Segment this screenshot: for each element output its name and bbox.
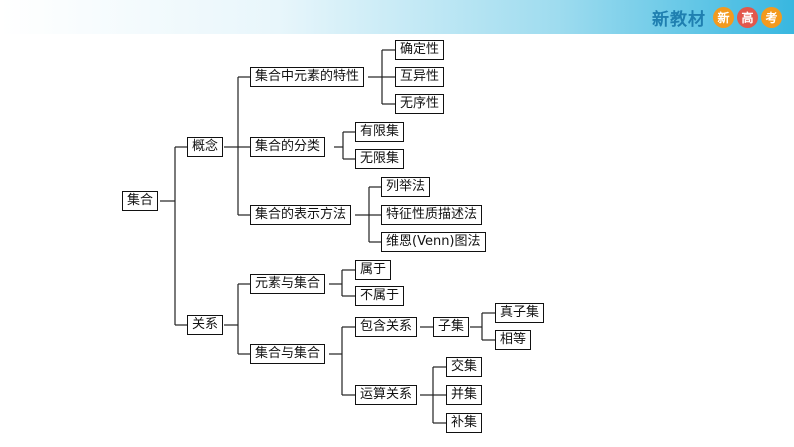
node-equal: 相等 [495,330,532,350]
node-union: 并集 [446,385,483,405]
node-inclusion: 包含关系 [355,317,418,337]
node-concept: 概念 [187,137,224,157]
node-venn-method: 维恩(Venn)图法 [381,232,486,252]
node-characteristics: 集合中元素的特性 [250,67,365,87]
node-classification: 集合的分类 [250,137,326,157]
brand-text: 新教材 [652,9,706,30]
node-intersection: 交集 [446,357,483,377]
node-listing-method: 列举法 [381,177,431,197]
node-not-belongs: 不属于 [355,286,405,306]
node-description-method: 特征性质描述法 [381,205,483,225]
node-infinite-set: 无限集 [355,149,405,169]
node-determinacy: 确定性 [395,40,445,60]
node-set-and-set: 集合与集合 [250,344,326,364]
brand-logo: 新教材 新 高 考 [652,5,782,30]
node-proper-subset: 真子集 [495,303,545,323]
brand-badge-gao: 高 [737,6,758,28]
node-element-and-set: 元素与集合 [250,274,326,294]
header-bar: 新教材 新 高 考 [0,0,794,34]
node-complement: 补集 [446,413,483,433]
node-subset: 子集 [433,317,470,337]
node-finite-set: 有限集 [355,122,405,142]
node-representation: 集合的表示方法 [250,205,352,225]
node-relation: 关系 [187,315,224,335]
node-operation: 运算关系 [355,385,418,405]
brand-badge-kao: 考 [761,6,782,28]
node-root-set: 集合 [122,191,159,211]
node-belongs: 属于 [355,260,392,280]
brand-badge-xin: 新 [713,6,734,28]
node-distinctness: 互异性 [395,67,445,87]
node-unordered: 无序性 [395,94,445,114]
